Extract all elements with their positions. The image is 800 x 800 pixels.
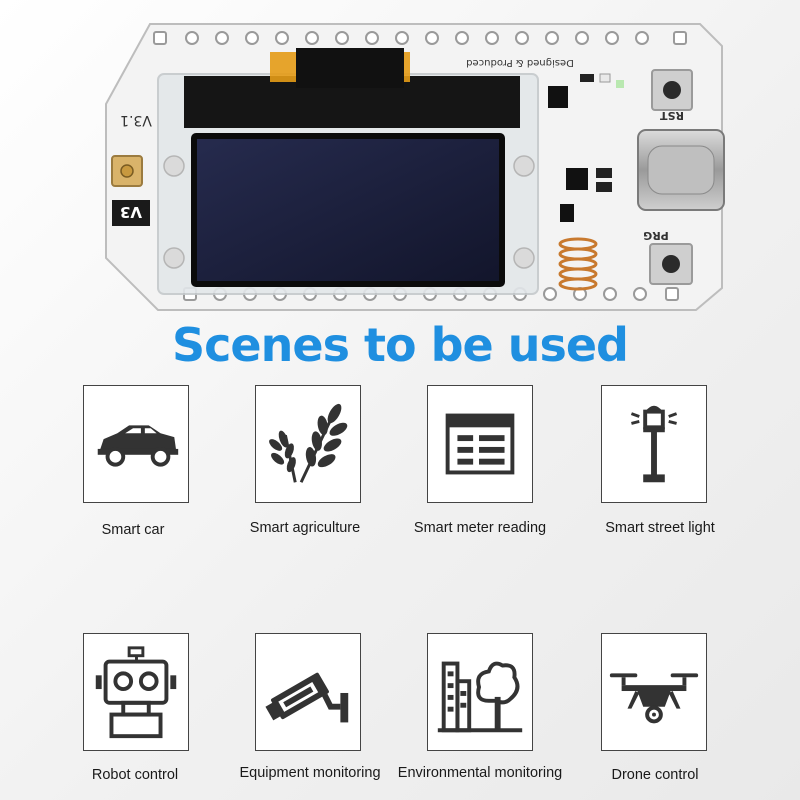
city-tree-icon	[437, 661, 523, 733]
top-pin-row	[153, 31, 687, 45]
scene-label: Drone control	[611, 767, 699, 783]
board-silkscreen-text: Designed & Produced	[466, 57, 574, 68]
section-title: Scenes to be used	[172, 318, 629, 372]
scene-tile-equipment-monitoring	[255, 633, 361, 751]
scene-label: Environmental monitoring	[397, 765, 563, 781]
scene-tile-drone-control	[601, 633, 707, 751]
coil-antenna	[558, 237, 598, 291]
board-version-label: V3.1	[120, 112, 152, 128]
car-icon	[97, 425, 179, 467]
robot-icon	[95, 646, 177, 739]
camera-icon	[265, 672, 349, 723]
scene-tile-smart-meter-reading	[427, 385, 533, 503]
board-badge-label: V3	[120, 203, 142, 221]
scene-label: Smart street light	[605, 520, 715, 536]
scene-tile-smart-agriculture	[255, 385, 361, 503]
wheat-icon	[269, 403, 348, 483]
scene-label: Smart meter reading	[413, 520, 547, 536]
scene-label: Smart agriculture	[249, 520, 361, 536]
drone-icon	[609, 673, 699, 724]
oled-screen	[191, 133, 505, 287]
scene-tile-robot-control	[83, 633, 189, 751]
product-board-image: V3 V3.1 Designed & Produced RST PRG	[100, 18, 730, 318]
board-illustration: V3 V3.1 Designed & Produced RST PRG	[105, 23, 725, 311]
prg-label: PRG	[643, 229, 669, 242]
meter-icon	[445, 413, 515, 475]
rst-label: RST	[660, 109, 684, 122]
scene-tile-smart-street-light	[601, 385, 707, 503]
scene-label: Smart car	[101, 522, 165, 538]
scene-label: Robot control	[91, 767, 179, 783]
scene-label: Equipment monitoring	[239, 765, 381, 781]
street-light-icon	[630, 405, 678, 483]
scene-tile-smart-car	[83, 385, 189, 503]
scene-tile-environmental-monitoring	[427, 633, 533, 751]
